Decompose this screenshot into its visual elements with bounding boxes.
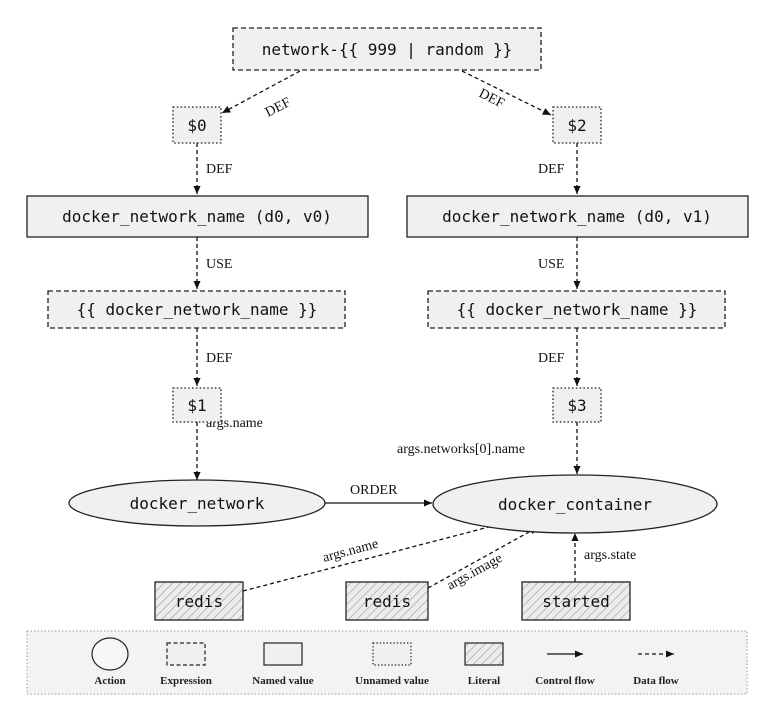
label-args-state: args.state — [584, 548, 636, 563]
unnamed-value-label-0: $0 — [187, 116, 206, 135]
legend: Action Expression Named value Unnamed va… — [26, 630, 748, 695]
action-node-docker-network — [68, 479, 326, 527]
expression-label-dnn-right: {{ docker_network_name }} — [457, 300, 698, 319]
unnamed-value-label-2: $2 — [567, 116, 586, 135]
unnamed-value-label-3: $3 — [567, 396, 586, 415]
literal-label-redis-1: redis — [175, 592, 223, 611]
edge-def-top-left — [221, 70, 301, 114]
legend-literal-symbol — [464, 642, 504, 666]
label-def-left-mid: DEF — [206, 162, 233, 177]
legend-named-value-symbol — [263, 642, 303, 666]
label-use-left: USE — [206, 257, 232, 272]
literal-label-started: started — [542, 592, 609, 611]
label-def-right-mid: DEF — [538, 162, 565, 177]
unnamed-value-node-3 — [552, 387, 602, 423]
expression-label-network-random: network-{{ 999 | random }} — [262, 40, 512, 59]
literal-node-redis-2 — [345, 581, 429, 621]
legend-unnamed-value-symbol — [372, 642, 412, 666]
label-order: ORDER — [350, 483, 398, 498]
legend-expression-label: Expression — [160, 675, 212, 687]
legend-action-label: Action — [94, 675, 125, 687]
literal-node-started — [521, 581, 631, 621]
expression-label-dnn-left: {{ docker_network_name }} — [77, 300, 318, 319]
literal-label-redis-2: redis — [363, 592, 411, 611]
named-value-node-d0-v0 — [26, 195, 369, 238]
label-use-right: USE — [538, 257, 564, 272]
label-def-left-low: DEF — [206, 351, 233, 366]
label-def-top-left: DEF — [263, 95, 294, 120]
named-value-label-d0-v0: docker_network_name (d0, v0) — [62, 207, 332, 226]
label-def-top-right: DEF — [476, 86, 507, 111]
expression-node-dnn-left — [47, 290, 346, 329]
legend-control-flow-label: Control flow — [535, 675, 594, 687]
action-node-docker-container — [432, 474, 718, 534]
unnamed-value-node-2 — [552, 106, 602, 144]
legend-named-value-label: Named value — [252, 675, 314, 687]
legend-action-symbol — [91, 637, 129, 671]
legend-expression-symbol — [166, 642, 206, 666]
unnamed-value-node-0 — [172, 106, 222, 144]
unnamed-value-label-1: $1 — [187, 396, 206, 415]
expression-node-dnn-right — [427, 290, 726, 329]
label-args-name-redis: args.name — [321, 537, 380, 566]
named-value-node-d0-v1 — [406, 195, 749, 238]
named-value-label-d0-v1: docker_network_name (d0, v1) — [442, 207, 712, 226]
edge-def-top-right — [461, 70, 552, 116]
literal-node-redis-1 — [154, 581, 244, 621]
edge-args-name-redis — [242, 519, 513, 592]
label-args-networks-name: args.networks[0].name — [397, 442, 525, 457]
legend-data-flow-label: Data flow — [633, 675, 679, 687]
legend-literal-label: Literal — [468, 675, 500, 687]
label-def-right-low: DEF — [538, 351, 565, 366]
unnamed-value-node-1 — [172, 387, 222, 423]
action-label-docker-network: docker_network — [130, 494, 265, 513]
expression-node-network-random — [232, 27, 542, 71]
label-args-image: args.image — [445, 551, 505, 594]
action-label-docker-container: docker_container — [498, 495, 652, 514]
legend-unnamed-value-label: Unnamed value — [355, 675, 429, 687]
edge-args-image — [427, 526, 539, 589]
